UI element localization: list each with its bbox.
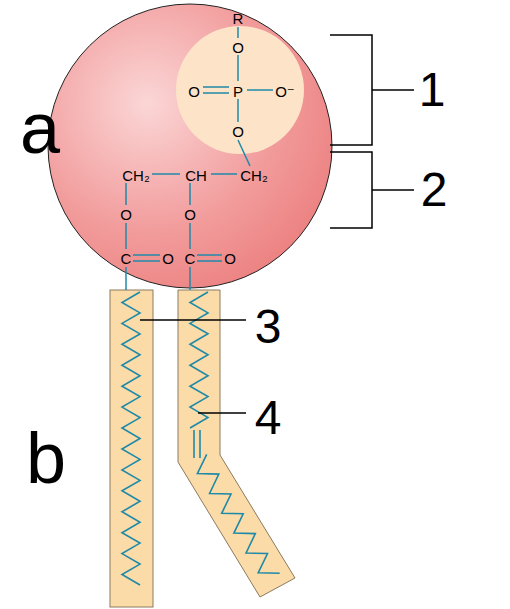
saturated-tail <box>110 290 153 607</box>
brackets-and-leaders <box>140 35 414 413</box>
phosphate-circle <box>176 26 304 154</box>
unsaturated-tail <box>178 290 295 597</box>
atom-symbol: O <box>162 251 174 266</box>
region-letter: b <box>26 422 66 494</box>
atom-symbol: O⁻ <box>275 84 295 99</box>
atom-symbol: CH <box>185 168 207 183</box>
atom-symbol: O <box>232 40 244 55</box>
atom-symbol: P <box>233 84 243 99</box>
atom-symbol: O <box>120 207 132 222</box>
callout-number: 1 <box>419 66 446 114</box>
atom-symbol: R <box>233 11 244 26</box>
callout-number: 2 <box>421 166 448 214</box>
phosphate-group: ROOPO⁻O <box>176 8 304 153</box>
callout-number: 3 <box>255 303 282 351</box>
atom-symbol: O <box>224 251 236 266</box>
atom-symbol: CH₂ <box>122 168 150 183</box>
head-circle <box>48 4 332 288</box>
region-letter: a <box>20 92 60 164</box>
atom-symbol: C <box>121 251 132 266</box>
atom-symbol: O <box>232 124 244 139</box>
atom-symbol: O <box>184 207 196 222</box>
atom-symbol: CH₂ <box>240 168 268 183</box>
callout-number: 4 <box>255 394 282 442</box>
head-group: CH₂CHCH₂OOCOCOROOPO⁻O <box>48 4 332 288</box>
atom-symbol: O <box>188 84 200 99</box>
bonds <box>126 27 273 290</box>
atom-symbol: C <box>185 251 196 266</box>
